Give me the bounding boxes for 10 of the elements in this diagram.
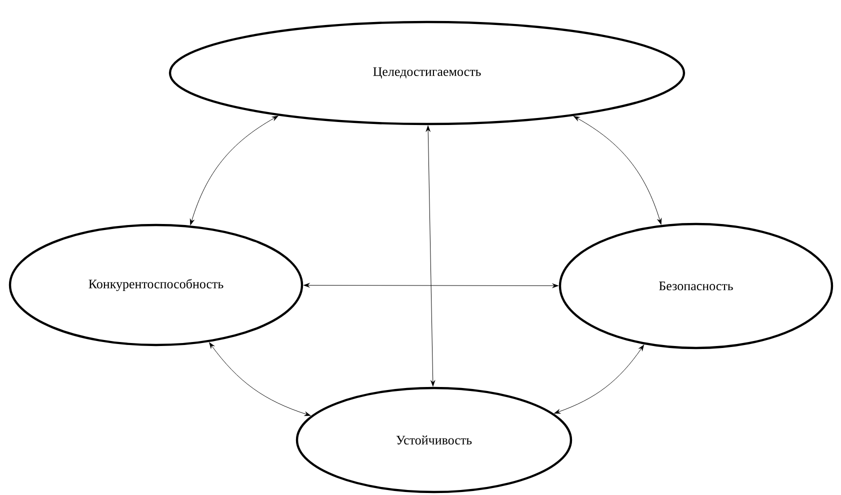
- ellipse-node: Конкурентоспособность: [8, 224, 304, 346]
- arrow: [574, 116, 662, 224]
- arrow: [209, 342, 311, 416]
- arrow: [190, 116, 278, 226]
- ellipse-node: Устойчивость: [296, 386, 572, 494]
- ellipse-node: Целедостигаемость: [168, 20, 686, 126]
- arrow: [304, 283, 558, 288]
- arrow: [554, 344, 644, 414]
- arrow: [426, 126, 436, 386]
- ellipse-node: Безопасность: [558, 222, 834, 350]
